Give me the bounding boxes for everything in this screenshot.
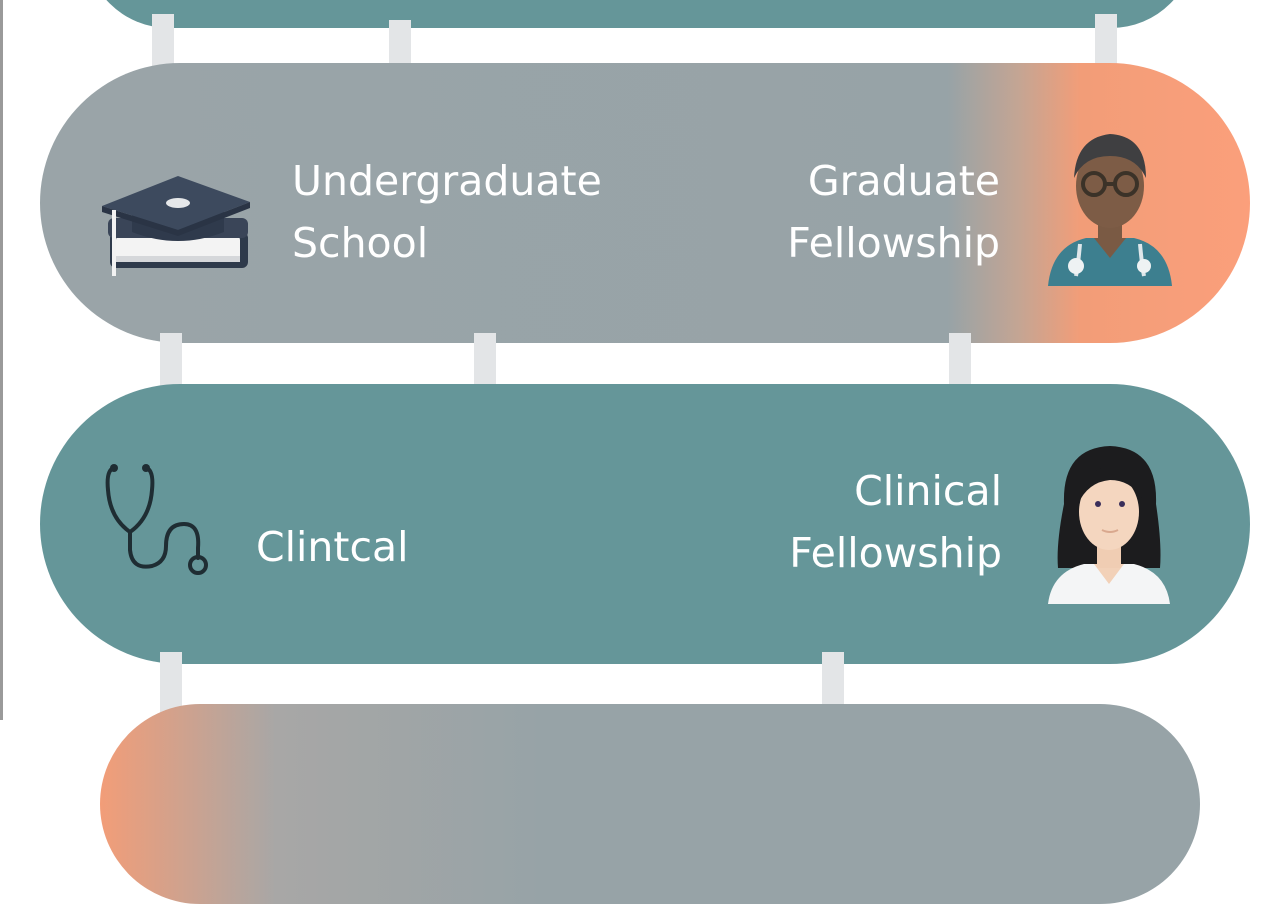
- connector: [152, 14, 174, 78]
- stethoscope-icon: [105, 464, 208, 575]
- connector: [474, 333, 496, 399]
- doctor-with-glasses-avatar-icon: [1048, 134, 1172, 286]
- stage-pill-bottom-partial: [100, 704, 1200, 904]
- left-edge-line: [0, 0, 3, 720]
- female-doctor-avatar-icon: [1048, 446, 1170, 604]
- connector: [160, 652, 182, 720]
- stage-pill-clinical: [40, 384, 1250, 664]
- stage-right-label: Graduate Fellowship: [787, 157, 1000, 267]
- stage-right-label: Clinical Fellowship: [789, 467, 1002, 577]
- connector: [1095, 14, 1117, 78]
- connector: [822, 652, 844, 720]
- connector: [160, 333, 182, 399]
- stage-left-label: Undergraduate School: [292, 157, 602, 267]
- connector: [949, 333, 971, 399]
- stage-pill-top-partial: [85, 0, 1195, 28]
- stage-left-label: Clintcal: [256, 523, 409, 571]
- graduation-cap-books-icon: [102, 176, 250, 276]
